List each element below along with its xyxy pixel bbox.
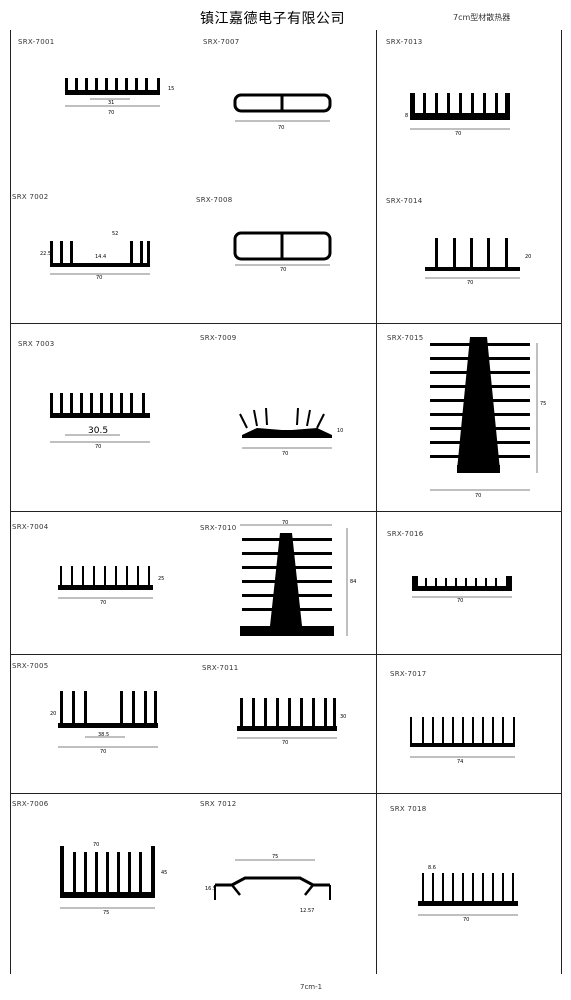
dim-label: 52 <box>112 231 118 237</box>
dim-label: 75 <box>540 401 546 407</box>
profile-code: SRX-7013 <box>386 38 423 46</box>
dim-label: 15 <box>168 86 174 92</box>
heatsink-drawing: 38.5 70 20 <box>50 691 158 755</box>
dim-label: 75 <box>103 910 109 916</box>
dim-label: 70 <box>96 275 102 281</box>
heatsink-drawing: 74 <box>410 717 515 765</box>
dim-label: 10 <box>337 428 343 434</box>
dim-label: 75 <box>272 854 278 860</box>
dim-label: 70 <box>108 110 114 116</box>
dim-label: 8.6 <box>428 865 436 871</box>
grid-row-divider-2 <box>10 511 562 512</box>
profile-code: SRX-7017 <box>390 670 427 678</box>
dim-label: 30 <box>340 714 346 720</box>
dim-label: 70 <box>280 267 286 273</box>
grid-line-edge <box>561 30 562 974</box>
profile-code: SRX 7018 <box>390 805 427 813</box>
profile-code: SRX-7011 <box>202 664 239 672</box>
dim-label: 31 <box>108 100 114 106</box>
heatsink-drawing: 31 70 15 <box>65 78 174 116</box>
profile-code: SRX-7014 <box>386 197 423 205</box>
profile-code: SRX-7016 <box>387 530 424 538</box>
dim-label: 22.5 <box>40 251 51 257</box>
dim-label: 70 <box>282 520 288 526</box>
dim-label: 20 <box>50 711 56 717</box>
profile-code: SRX-7005 <box>12 662 49 670</box>
heatsink-drawing: 70 <box>233 93 332 131</box>
heatsink-drawing: 52 14.4 70 22.5 <box>40 231 150 281</box>
dim-label: 20 <box>525 254 531 260</box>
profile-code: SRX-7015 <box>387 334 424 342</box>
dim-label: 38.5 <box>98 732 109 738</box>
dim-label: 30.5 <box>88 426 108 436</box>
company-title: 镇江嘉德电子有限公司 <box>200 11 345 27</box>
dim-label: 16.5 <box>205 886 216 892</box>
grid-row-divider-4 <box>10 793 562 794</box>
dim-label: 70 <box>100 600 106 606</box>
profile-code: SRX-7008 <box>196 196 233 204</box>
grid-row-divider-1 <box>10 323 562 324</box>
dim-label: 70 <box>93 842 99 848</box>
dim-label: 45 <box>161 870 167 876</box>
heatsink-drawing: 70 10 <box>239 407 343 457</box>
heatsink-drawing: 8.6 70 <box>418 865 518 923</box>
grid-line-right <box>376 30 377 974</box>
profile-code: SRX-7007 <box>203 38 240 46</box>
dim-label: 14.4 <box>95 254 106 260</box>
dim-label: 70 <box>475 493 481 499</box>
dim-label: 70 <box>467 280 473 286</box>
dim-label: 84 <box>350 579 356 585</box>
page-number: 7cm-1 <box>300 983 323 991</box>
heatsink-drawing: 75 16.5 12.57 <box>205 854 331 914</box>
profile-code: SRX-7004 <box>12 523 49 531</box>
heatsink-drawing: 70 84 <box>240 520 356 636</box>
profile-code: SRX 7002 <box>12 193 49 201</box>
dim-label: 70 <box>282 740 288 746</box>
profile-code: SRX-7006 <box>12 800 49 808</box>
heatsink-drawing: 75 70 45 <box>60 842 167 916</box>
profile-code: SRX 7012 <box>200 800 237 808</box>
dim-label: 70 <box>100 749 106 755</box>
grid-row-divider-3 <box>10 654 562 655</box>
profile-code: SRX 7003 <box>18 340 55 348</box>
heatsink-drawing: 70 8 <box>405 93 510 137</box>
catalog-title: 7cm型材散热器 <box>453 13 511 22</box>
dim-label: 70 <box>457 598 463 604</box>
heatsink-drawing: 70 75 <box>430 337 546 499</box>
heatsink-drawing: 70 25 <box>58 566 164 606</box>
dim-label: 70 <box>95 444 101 450</box>
dim-label: 70 <box>282 451 288 457</box>
heatsink-drawing: 70 <box>412 576 512 604</box>
profile-code: SRX-7009 <box>200 334 237 342</box>
heatsink-drawing: 70 20 <box>425 238 531 286</box>
heatsink-drawing: 30.5 70 <box>50 393 150 450</box>
dim-label: 70 <box>278 125 284 131</box>
grid-line-left <box>10 30 11 974</box>
profile-code: SRX-7001 <box>18 38 55 46</box>
dim-label: 74 <box>457 759 463 765</box>
dim-label: 70 <box>463 917 469 923</box>
profile-code: SRX-7010 <box>200 524 237 532</box>
heatsink-drawing: 70 30 <box>237 698 346 746</box>
dim-label: 70 <box>455 131 461 137</box>
dim-label: 25 <box>158 576 164 582</box>
dim-label: 8 <box>405 113 408 119</box>
dim-label: 12.57 <box>300 908 314 914</box>
heatsink-drawing: 70 <box>233 231 332 273</box>
